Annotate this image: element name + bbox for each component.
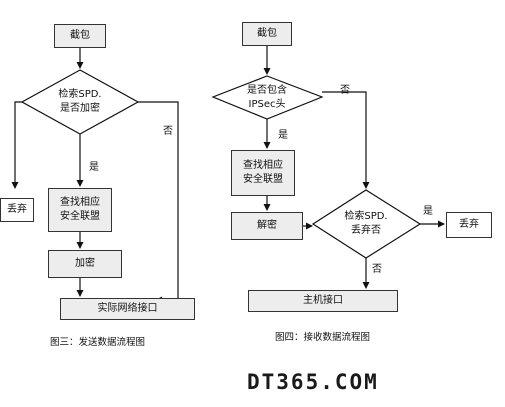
fig4-decision2-text: 检索SPD. 丢弃否: [330, 210, 402, 238]
fig4-sa-box: 查找相应 安全联盟: [231, 150, 295, 196]
fig4-decrypt-label: 解密: [257, 220, 277, 231]
fig3-sa-line2: 安全联盟: [60, 211, 100, 222]
fig3-sa-line1: 查找相应: [60, 197, 100, 208]
fig3-start-label: 截包: [70, 30, 90, 41]
fig3-encrypt-box: 加密: [48, 250, 122, 278]
fig4-decision1-text: 是否包含 IPSec头: [232, 84, 302, 112]
fig4-sa-line1: 查找相应: [243, 160, 283, 171]
fig3-decision-line2: 是否加密: [60, 103, 100, 114]
fig4-start-label: 截包: [257, 28, 277, 39]
fig3-decision-text: 检索SPD. 是否加密: [44, 88, 116, 116]
fig4-decision1-line1: 是否包含: [247, 85, 287, 96]
fig4-interface-label: 主机接口: [303, 295, 343, 306]
fig4-yes-label-2: 是: [423, 206, 433, 217]
watermark-logo: DT365.COM: [247, 370, 379, 394]
fig4-caption: 图四：接收数据流程图: [275, 332, 371, 343]
fig3-no-label: 否: [163, 126, 173, 137]
fig3-yes-label: 是: [89, 162, 99, 173]
fig3-interface-box: 实际网络接口: [60, 298, 195, 320]
fig4-decision2-line2: 丢弃否: [351, 225, 381, 236]
fig4-yes-label: 是: [278, 130, 288, 141]
fig3-discard-label: 丢弃: [7, 204, 27, 215]
fig3-discard-box: 丢弃: [0, 198, 34, 222]
fig3-encrypt-label: 加密: [75, 258, 95, 269]
fig4-discard-box: 丢弃: [446, 212, 492, 238]
fig4-decision2-line1: 检索SPD.: [344, 211, 388, 222]
fig3-start-box: 截包: [54, 24, 106, 48]
fig4-start-box: 截包: [242, 22, 292, 46]
fig4-sa-line2: 安全联盟: [243, 174, 283, 185]
fig4-decrypt-box: 解密: [231, 212, 303, 240]
fig4-no-label-1: 否: [340, 85, 350, 96]
fig4-decision1-line2: IPSec头: [248, 99, 286, 110]
fig4-interface-box: 主机接口: [248, 290, 398, 312]
fig3-sa-box: 查找相应 安全联盟: [48, 188, 112, 232]
fig3-interface-label: 实际网络接口: [97, 303, 158, 314]
fig4-no-label-2: 否: [372, 264, 382, 275]
fig3-decision-line1: 检索SPD.: [58, 89, 102, 100]
fig3-caption: 图三：发送数据流程图: [50, 337, 146, 348]
fig4-discard-label: 丢弃: [459, 219, 479, 230]
